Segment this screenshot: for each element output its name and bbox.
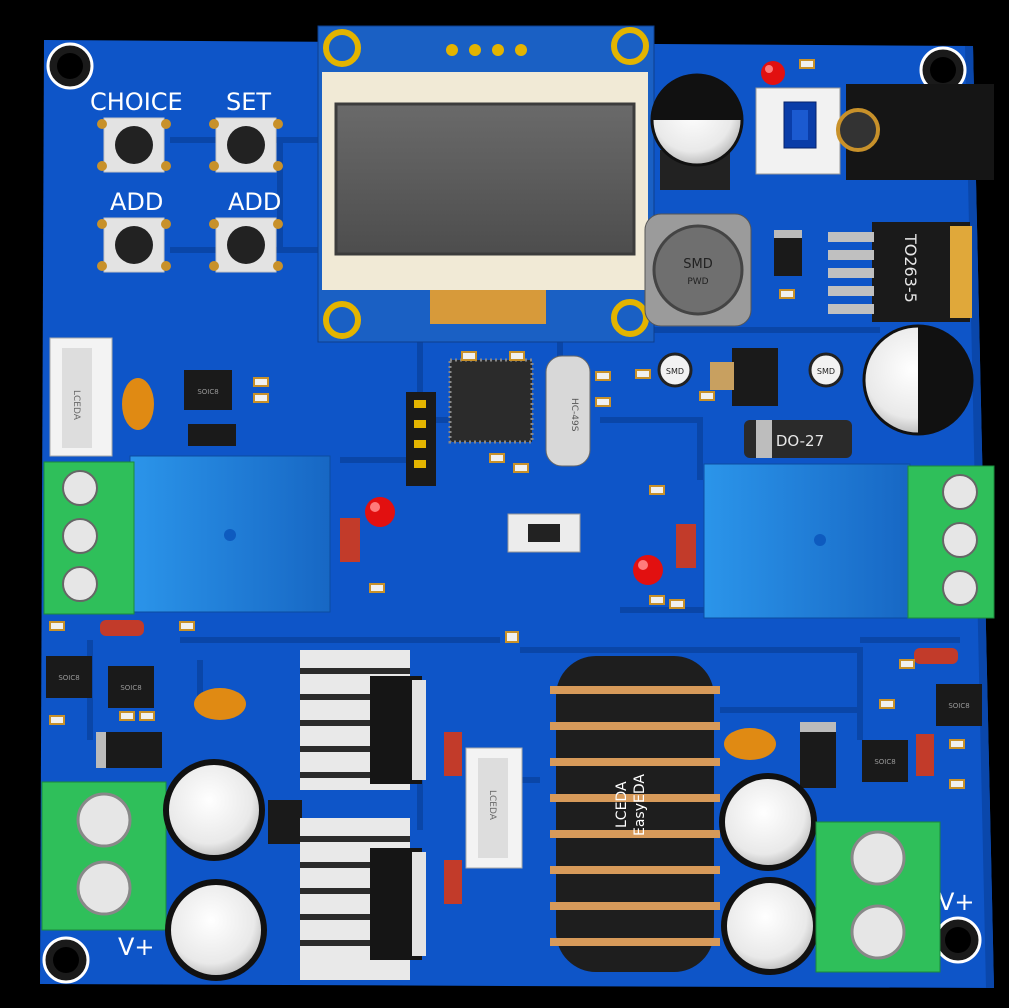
smd-cap-a: SMD <box>657 352 693 388</box>
axial-diode-mid-b <box>444 860 462 904</box>
pin-header-programming <box>406 392 436 486</box>
terminal-block-right-power <box>815 821 941 973</box>
soic8-chip-upper-left: SOIC8 <box>184 370 232 410</box>
jst-connector-mid: LCEDA <box>465 747 523 869</box>
label-set: SET <box>226 88 271 116</box>
chip-upper-left-label: SOIC8 <box>197 388 218 396</box>
mounting-hole-top-right <box>919 46 967 94</box>
resistor-axial-lower-right <box>914 648 958 664</box>
cap-b-label: SMD <box>817 367 835 376</box>
electrolytic-capacitor-lower-left-b <box>165 879 267 981</box>
led-red-left <box>365 497 395 527</box>
chip-right-a-label: SOIC8 <box>874 758 895 766</box>
oled-display-module <box>317 25 655 343</box>
jst-left-label: LCEDA <box>71 390 81 421</box>
smd-diode-left <box>188 424 236 446</box>
electrolytic-capacitor-lower-left-a <box>163 759 265 861</box>
crystal-label: HC-49S <box>569 398 579 432</box>
switch-toggle[interactable] <box>755 87 841 175</box>
jst-connector-left: LCEDA <box>49 337 113 457</box>
oled-pin-header <box>446 44 527 56</box>
ceramic-capacitor-lower-left <box>194 688 246 720</box>
smd-diode-lower-left <box>96 732 162 768</box>
electrolytic-capacitor-right <box>862 324 974 436</box>
smd-cap-b: SMD <box>808 352 844 388</box>
chip-left-a-label: SOIC8 <box>58 674 79 682</box>
axial-diode-lower-right <box>916 734 934 776</box>
terminal-block-left-power <box>41 781 167 931</box>
smd-diode-lower-right <box>800 722 836 788</box>
regulator-to263: TO263-5 <box>828 222 972 322</box>
transistor-sot223 <box>710 348 778 406</box>
mcu-qfp48 <box>448 358 534 444</box>
label-vplus-right: V+ <box>938 888 975 916</box>
ceramic-capacitor-left <box>122 378 154 430</box>
crystal-hc49: HC-49S <box>545 355 591 467</box>
axial-diode-right <box>676 524 696 568</box>
dc-jack <box>836 84 994 180</box>
chip-left-b-label: SOIC8 <box>120 684 141 692</box>
relay-right <box>703 463 911 619</box>
diode-label: DO-27 <box>776 432 824 450</box>
inductor-smd-top: SMD PWD <box>644 213 752 327</box>
electrolytic-capacitor-lower-right-b <box>721 877 819 975</box>
terminal-block-left-3pin <box>43 461 135 615</box>
axial-diode-mid-a <box>444 732 462 776</box>
soic8-chip-lower-left-b: SOIC8 <box>108 666 154 708</box>
diode-do27: DO-27 <box>744 420 852 458</box>
inductor-label-1: SMD <box>683 257 712 272</box>
oled-screen <box>334 102 636 256</box>
label-choice: CHOICE <box>90 88 183 116</box>
label-add-right: ADD <box>228 188 281 216</box>
soic8-chip-lower-left-a: SOIC8 <box>46 656 92 698</box>
relay-left <box>129 455 331 613</box>
jst-mid-label: LCEDA <box>487 790 497 821</box>
electrolytic-capacitor-top <box>650 73 744 190</box>
button-add-left[interactable] <box>97 217 171 273</box>
smd-diode-top-right <box>774 230 802 276</box>
button-choice[interactable] <box>97 117 171 173</box>
terminal-block-right-3pin <box>907 465 995 619</box>
slide-switch-center[interactable] <box>507 513 581 553</box>
mounting-hole-bottom-left <box>42 936 90 984</box>
mosfet-lower <box>370 848 426 960</box>
soic8-chip-lower-right-b: SOIC8 <box>936 684 982 726</box>
button-set[interactable] <box>209 117 283 173</box>
electrolytic-capacitor-lower-right-a <box>719 773 817 871</box>
cap-a-label: SMD <box>666 367 684 376</box>
toroid-inductor: LCEDA EasyEDA <box>550 656 720 972</box>
bridge-rectifier <box>268 800 302 844</box>
mounting-hole-top-left <box>46 42 94 90</box>
chip-right-b-label: SOIC8 <box>948 702 969 710</box>
regulator-label: TO263-5 <box>901 233 920 303</box>
resistor-axial-lower-left <box>100 620 144 636</box>
toroid-label-1: LCEDA <box>614 781 630 828</box>
mosfet-upper <box>370 676 426 784</box>
led-red-right <box>633 555 663 585</box>
soic8-chip-lower-right-a: SOIC8 <box>862 740 908 782</box>
label-vplus-left: V+ <box>118 933 155 961</box>
ceramic-capacitor-lower-right <box>724 728 776 760</box>
led-red-top <box>761 61 785 85</box>
smd-passives <box>49 59 965 789</box>
button-add-right[interactable] <box>209 217 283 273</box>
inductor-label-2: PWD <box>687 277 708 287</box>
mounting-hole-bottom-right <box>934 916 982 964</box>
label-add-left: ADD <box>110 188 163 216</box>
toroid-label-2: EasyEDA <box>632 774 648 836</box>
axial-diode-left <box>340 518 360 562</box>
